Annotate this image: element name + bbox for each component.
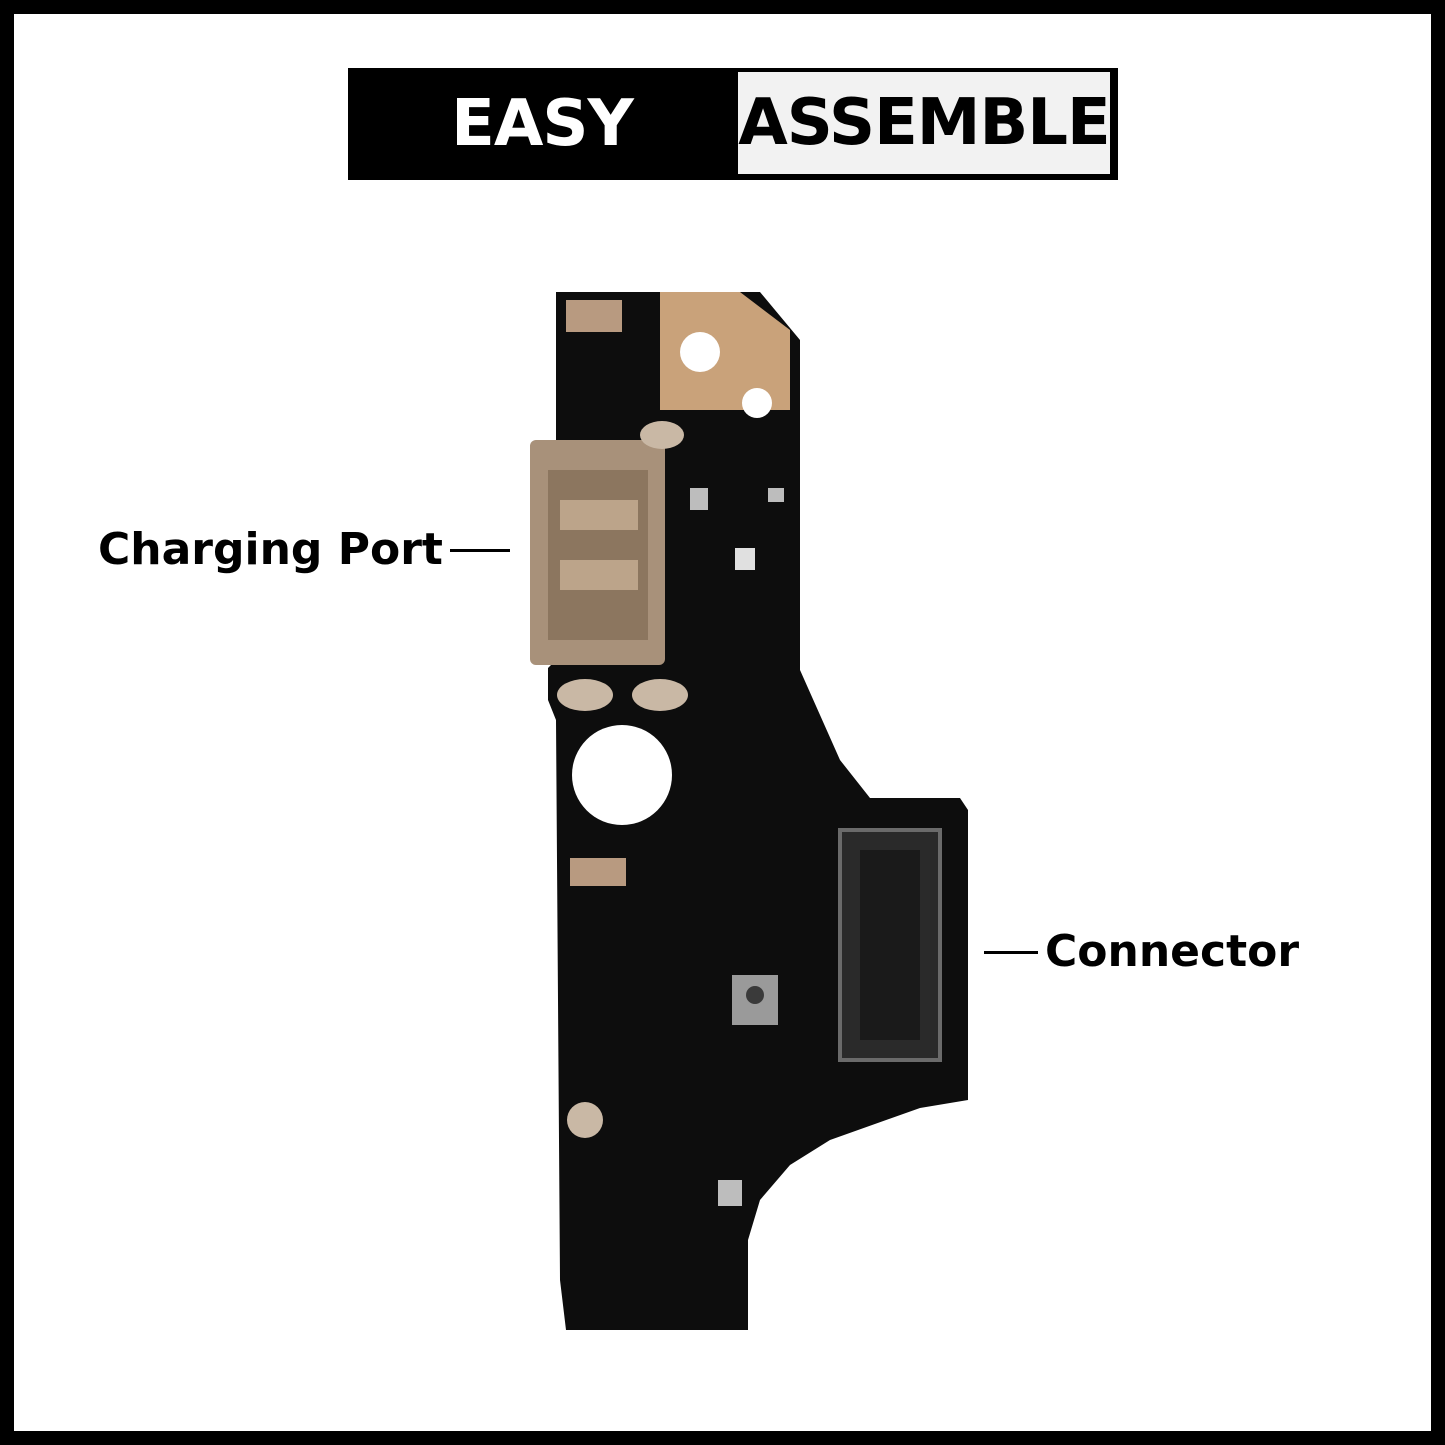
connector-leader-line: [984, 951, 1038, 954]
smd-component: [735, 548, 755, 570]
smd-component: [768, 488, 784, 502]
smd-component: [718, 1180, 742, 1206]
top-left-pad: [566, 300, 622, 332]
solder-pad: [632, 679, 688, 711]
mounting-hole-small: [742, 388, 772, 418]
solder-pad: [567, 1102, 603, 1138]
gold-bracket: [660, 292, 790, 410]
smd-component: [690, 488, 708, 510]
mid-pad: [570, 858, 626, 886]
charging-port-label: Charging Port: [98, 524, 443, 575]
mounting-hole-top: [680, 332, 720, 372]
solder-pad: [557, 679, 613, 711]
mounting-hole-large: [572, 725, 672, 825]
banner-easy-text: EASY: [451, 87, 634, 161]
solder-pad: [640, 421, 684, 449]
connector-label: Connector: [1045, 926, 1300, 977]
usb-port-inner: [548, 470, 648, 640]
charging-port-leader-line: [450, 549, 510, 552]
title-banner: EASY ASSEMBLE: [348, 68, 1118, 180]
banner-assemble-text: ASSEMBLE: [738, 72, 1111, 174]
